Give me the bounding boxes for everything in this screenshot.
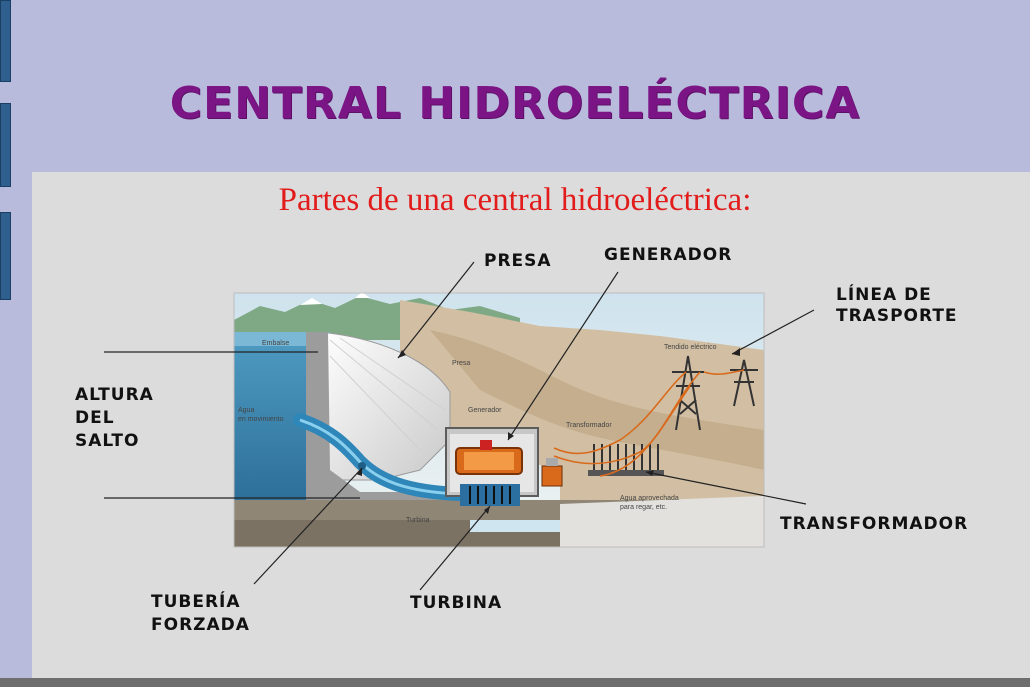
arrow-presa: [398, 350, 406, 358]
side-tab-1[interactable]: [0, 0, 11, 82]
turbine-shape: [460, 484, 520, 506]
arrow-transformador: [646, 470, 654, 476]
img-label-agua-regar-2: para regar, etc.: [620, 504, 667, 511]
img-label-tendido: Tendido eléctrico: [664, 344, 717, 351]
img-label-transformador: Transformador: [566, 422, 612, 429]
dam-body: [319, 331, 451, 481]
label-altura-line1: ALTURA: [75, 385, 154, 405]
arrow-linea: [732, 348, 740, 356]
label-presa: PRESA: [484, 251, 552, 271]
power-lines: [553, 369, 745, 477]
arrow-turbina: [484, 506, 490, 514]
slide-title: CENTRAL HIDROELÉCTRICA: [169, 78, 861, 129]
img-label-agua-2: en movimiento: [238, 416, 284, 423]
slide-subtitle: Partes de una central hidroeléctrica:: [278, 182, 752, 218]
label-transformador: TRANSFORMADOR: [780, 514, 969, 534]
label-linea-line2: TRASPORTE: [836, 306, 958, 326]
arrow-tuberia: [356, 468, 362, 476]
leader-presa: [397, 261, 475, 359]
leader-lines: [104, 261, 815, 591]
label-generador: GENERADOR: [604, 245, 733, 265]
leader-generador: [507, 271, 619, 441]
leader-transformador: [645, 471, 807, 505]
label-altura-line3: SALTO: [75, 431, 140, 451]
img-label-presa: Presa: [452, 360, 470, 367]
transmission-tower-1: [672, 355, 704, 431]
label-altura-line2: DEL: [75, 408, 115, 428]
transformer-yard: [593, 444, 659, 472]
img-label-agua-regar-1: Agua aprovechada: [620, 495, 679, 502]
illustration: Embalse Presa Agua en movimiento Generad…: [233, 292, 765, 548]
img-label-generador: Generador: [468, 407, 502, 414]
img-label-agua-1: Agua: [238, 407, 254, 414]
arrow-generador: [508, 432, 514, 440]
side-tab-3[interactable]: [0, 212, 11, 300]
leader-turbina: [419, 505, 491, 591]
leader-tuberia: [253, 467, 363, 585]
img-label-turbina: Turbina: [406, 517, 430, 524]
side-tab-2[interactable]: [0, 103, 11, 187]
label-tuberia-line2: FORZADA: [151, 615, 250, 635]
label-linea-line1: LÍNEA DE: [836, 285, 932, 305]
label-turbina: TURBINA: [410, 593, 503, 613]
img-label-embalse: Embalse: [262, 340, 289, 347]
label-tuberia-line1: TUBERÍA: [151, 592, 241, 612]
leader-linea: [731, 309, 815, 355]
bottom-bar: [0, 678, 1030, 687]
